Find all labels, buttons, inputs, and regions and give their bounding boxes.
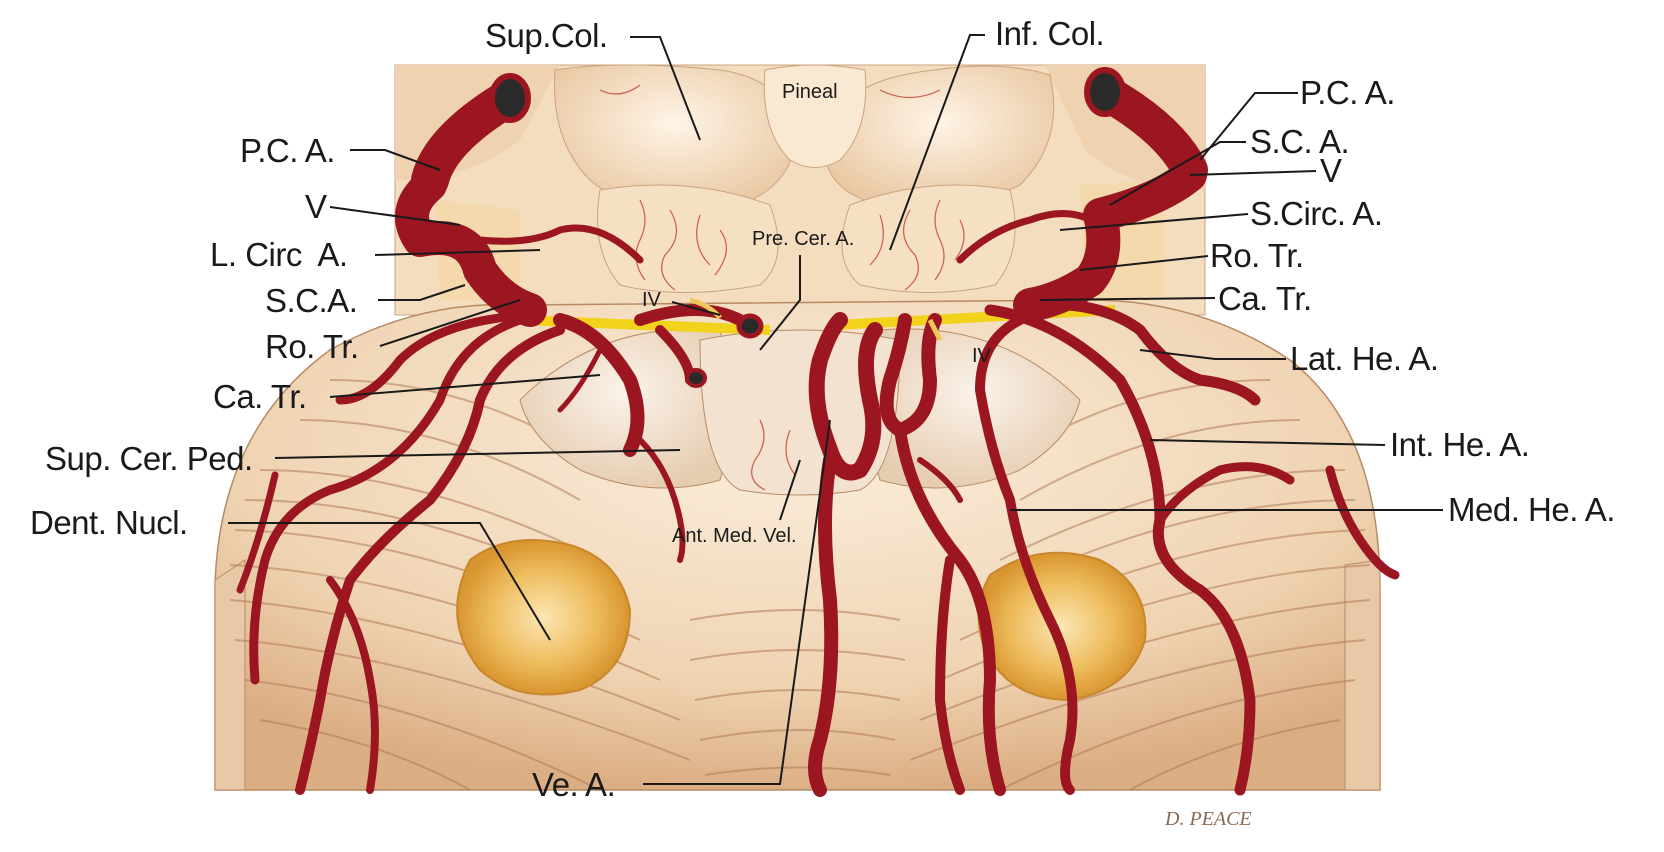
surface-vessels — [599, 84, 965, 491]
label-dent-nucl: Dent. Nucl. — [30, 504, 188, 541]
pineal-notch — [763, 64, 867, 168]
label-s-circ-a: S.Circ. A. — [1250, 195, 1383, 232]
label-med-he-a: Med. He. A. — [1448, 491, 1615, 528]
circumflex-arteries — [476, 210, 1104, 264]
label-sca-left: S.C.A. — [265, 282, 357, 319]
label-ca-tr-right: Ca. Tr. — [1218, 280, 1312, 317]
superior-cerebellar-arteries — [395, 158, 1207, 327]
label-int-he-a: Int. He. A. — [1390, 426, 1529, 463]
label-lat-he-a: Lat. He. A. — [1290, 340, 1439, 377]
label-ant-med-vel: Ant. Med. Vel. — [672, 525, 797, 547]
label-pca-right: P.C. A. — [1300, 74, 1395, 111]
label-pineal: Pineal — [782, 81, 838, 103]
dentate-nuclei — [456, 539, 1147, 702]
inferior-colliculi — [597, 184, 1016, 293]
label-v-left: V — [305, 188, 327, 225]
label-pca-left: P.C. A. — [240, 132, 335, 169]
label-iv-right: IV — [972, 345, 992, 367]
label-l-circ-a: L. Circ A. — [210, 236, 348, 273]
artist-signature: D. PEACE — [1164, 808, 1252, 830]
label-inf-col: Inf. Col. — [995, 15, 1104, 52]
label-pre-cer-a: Pre. Cer. A. — [752, 228, 854, 250]
vermian-arteries — [808, 312, 1006, 797]
leader-lines — [228, 34, 1443, 785]
label-sup-col: Sup.Col. — [485, 17, 608, 54]
label-ve-a: Ve. A. — [532, 766, 615, 803]
label-ro-tr-right: Ro. Tr. — [1210, 237, 1304, 274]
label-iv-left: IV — [642, 289, 662, 311]
superior-colliculi — [553, 64, 1055, 212]
vermis-folia — [689, 609, 906, 776]
label-sup-cer-ped: Sup. Cer. Ped. — [45, 440, 253, 477]
label-sca-right: S.C. A. — [1250, 123, 1349, 160]
left-sca-vermian-trunk — [553, 304, 764, 563]
label-ro-tr-left: Ro. Tr. — [265, 328, 359, 365]
trochlear-nerve-roots — [689, 297, 943, 342]
label-v-right: V — [1320, 152, 1342, 189]
left-hemispheric-arteries — [236, 310, 565, 795]
labels: Sup.Col. Inf. Col. Pineal P.C. A. V L. C… — [30, 15, 1615, 803]
label-ca-tr-left: Ca. Tr. — [213, 378, 307, 415]
